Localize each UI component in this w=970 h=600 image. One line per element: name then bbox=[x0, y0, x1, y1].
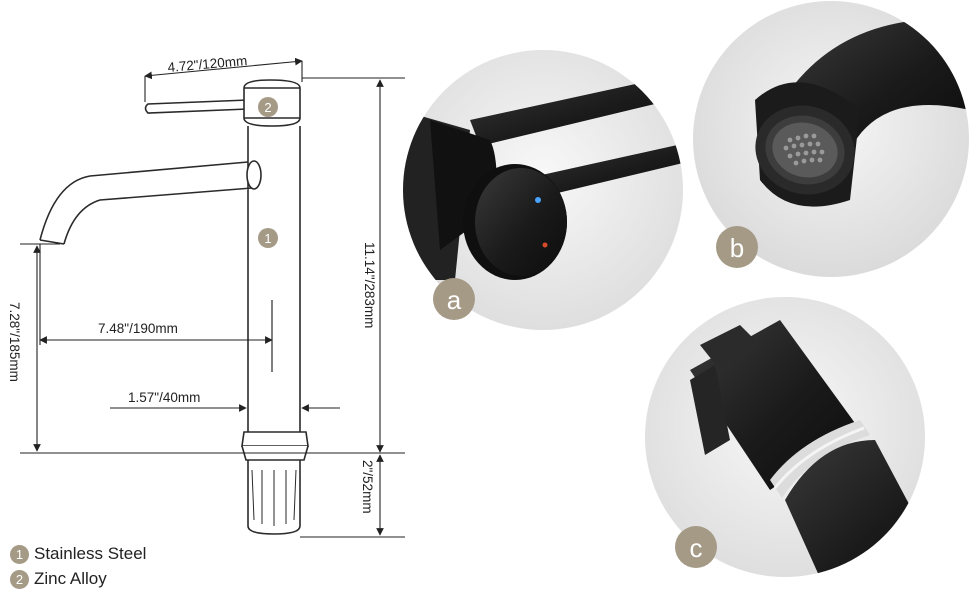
detail-photo-a bbox=[403, 50, 683, 330]
aerator-mesh bbox=[783, 133, 825, 166]
shank bbox=[247, 460, 301, 535]
spout bbox=[39, 161, 253, 245]
handle-lever bbox=[144, 99, 249, 114]
dim-spout-height: 7.28"/185mm bbox=[7, 302, 22, 382]
dim-total-height: 11.14"/283mm bbox=[362, 242, 377, 328]
badge-c: c bbox=[675, 526, 717, 568]
legend-label: Stainless Steel bbox=[34, 544, 147, 563]
svg-text:1: 1 bbox=[264, 231, 271, 246]
legend-item-zinc-alloy: 2 Zinc Alloy bbox=[10, 569, 107, 589]
svg-text:b: b bbox=[730, 233, 744, 263]
legend-number: 1 bbox=[10, 544, 29, 564]
legend-number: 2 bbox=[10, 569, 29, 589]
legend-label: Zinc Alloy bbox=[34, 569, 107, 588]
detail-photo-b bbox=[693, 1, 969, 277]
marker-body: 1 bbox=[258, 228, 278, 248]
svg-text:a: a bbox=[447, 285, 462, 315]
detail-photo-c bbox=[645, 297, 925, 577]
base-nut bbox=[241, 431, 309, 447]
badge-a: a bbox=[433, 278, 475, 320]
svg-text:2: 2 bbox=[264, 100, 271, 115]
faucet-line-drawing bbox=[39, 79, 309, 535]
dim-body-diameter: 1.57"/40mm bbox=[128, 390, 200, 405]
legend-item-stainless-steel: 1 Stainless Steel bbox=[10, 544, 146, 564]
marker-handle: 2 bbox=[258, 97, 278, 117]
dim-spout-reach: 4.72"/120mm bbox=[167, 53, 248, 75]
badge-b: b bbox=[716, 226, 758, 268]
dim-shank-length: 2"/52mm bbox=[360, 460, 375, 514]
dimension-lines bbox=[20, 57, 405, 538]
svg-text:c: c bbox=[690, 533, 703, 563]
dim-spout-length: 7.48"/190mm bbox=[98, 321, 178, 336]
